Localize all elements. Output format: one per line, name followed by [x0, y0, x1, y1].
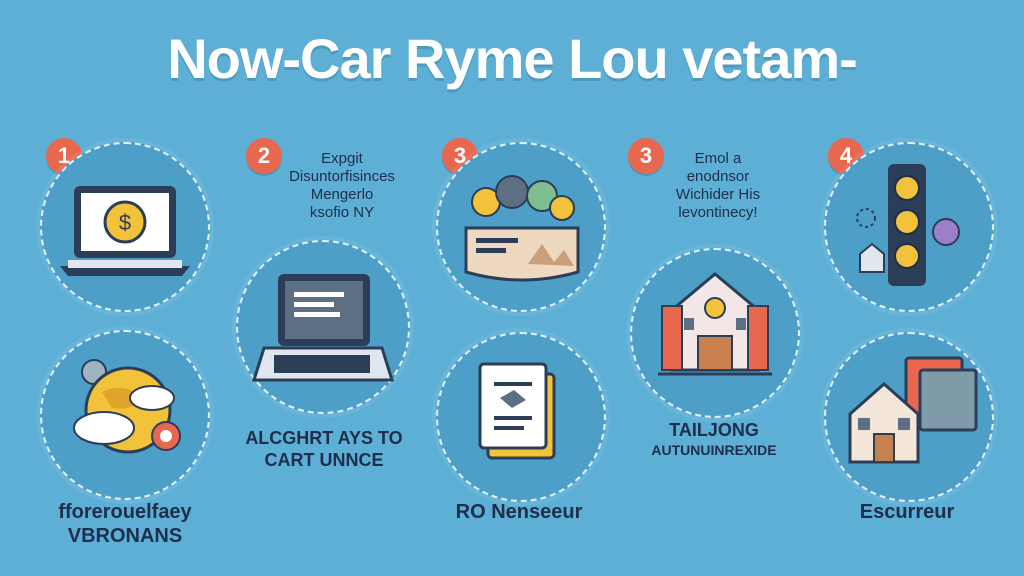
step-1-caption: fforerouelfaey VBRONANS: [58, 501, 192, 547]
step-2-laptop-circle: [236, 240, 410, 414]
house-cards-icon: [848, 356, 978, 464]
page-title: Now-Car Ryme Lou vetam-: [167, 27, 858, 90]
step-2-badge: 2: [246, 138, 282, 174]
document-stack-icon: [478, 362, 556, 460]
step-3-document-circle: [436, 332, 606, 502]
laptop-coin-icon: $: [60, 186, 190, 276]
bowl-landscape-icon: [464, 175, 580, 282]
step-5-caption: Escurreur: [859, 501, 955, 523]
svg-text:$: $: [119, 210, 131, 235]
traffic-coins-icon: [856, 164, 960, 286]
step-4-badge: 3: [628, 138, 664, 174]
step-3-caption: RO Nenseeur: [455, 501, 583, 523]
step-1-laptop-circle: $: [40, 142, 210, 312]
step-5-traffic-circle: [824, 142, 994, 312]
castle-building-icon: [658, 272, 772, 376]
step-4-top-text: Emol a enodnsor Wichider His levontinecy…: [675, 150, 761, 221]
step-2-top-text: Expgit Disuntorfisinces Mengerlo ksofio …: [289, 150, 395, 221]
step-2-caption: ALCGHRT AYS TO CART UNNCE: [245, 428, 403, 470]
globe-clouds-icon: [73, 359, 181, 454]
step-1-globe-circle: [40, 330, 210, 500]
step-3-bowl-circle: [436, 142, 606, 312]
step-4-castle-circle: [630, 248, 800, 418]
step-4-caption: TAILJONG AUTUNUINREXIDE: [651, 420, 777, 458]
laptop-keyboard-icon: [251, 274, 395, 382]
step-5-house-circle: [824, 332, 994, 502]
